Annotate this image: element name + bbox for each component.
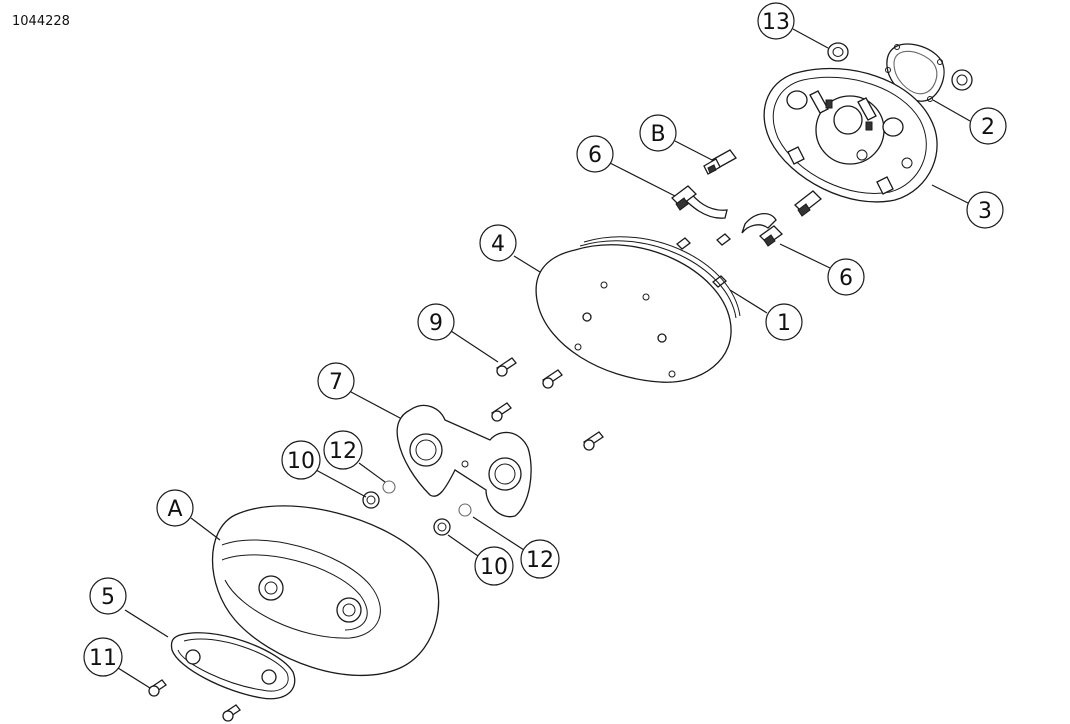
callout-6-lower: 6 — [827, 258, 865, 296]
part-2-gasket — [885, 43, 945, 102]
callout-label-9: 9 — [429, 311, 443, 336]
part-10-nuts — [362, 491, 451, 536]
callout-9: 9 — [417, 303, 455, 341]
part-7-bracket — [396, 404, 532, 518]
callout-a: A — [156, 489, 194, 527]
part-9-bolts — [491, 357, 604, 451]
callout-6-upper: 6 — [576, 135, 614, 173]
part-3-backplate — [763, 67, 938, 203]
leader-lines — [117, 28, 971, 689]
part-a-cover — [211, 505, 440, 677]
part-5-trim — [170, 632, 296, 700]
callout-label-12-left: 12 — [329, 439, 357, 464]
callout-label-6-upper: 6 — [588, 143, 602, 168]
part-11-screws — [148, 679, 241, 722]
callout-7: 7 — [317, 362, 355, 400]
part-b-fitting — [703, 149, 737, 175]
part-6-hose-upper — [671, 185, 728, 219]
callout-11: 11 — [83, 637, 123, 677]
callout-label-7: 7 — [329, 370, 343, 395]
callout-10-right: 10 — [474, 546, 514, 586]
callout-5: 5 — [89, 577, 127, 615]
callout-label-4: 4 — [491, 232, 505, 257]
diagram-id-text: 1044228 — [12, 14, 70, 29]
callout-label-5: 5 — [101, 585, 115, 610]
callout-1: 1 — [765, 303, 803, 341]
callout-label-6-lower: 6 — [839, 266, 853, 291]
part-4-filter-element — [535, 236, 741, 383]
callout-4: 4 — [479, 224, 517, 262]
callout-10-left: 10 — [281, 440, 321, 480]
part-2-washer — [951, 69, 973, 91]
callout-label-10-left: 10 — [287, 449, 315, 474]
callout-label-13: 13 — [762, 10, 790, 35]
callout-label-10-right: 10 — [480, 555, 508, 580]
callout-2: 2 — [969, 107, 1007, 145]
part-13-washer — [827, 42, 849, 62]
part-6-hose-lower — [741, 190, 822, 247]
callout-label-b: B — [650, 122, 665, 147]
callout-label-11: 11 — [89, 646, 117, 671]
callout-label-2: 2 — [981, 115, 995, 140]
callout-label-12-right: 12 — [526, 548, 554, 573]
callout-12-left: 12 — [323, 430, 363, 470]
callout-label-a: A — [167, 497, 182, 522]
part-12-washers — [382, 480, 472, 517]
callout-12-right: 12 — [520, 539, 560, 579]
part-1-screws — [676, 233, 731, 288]
callout-13: 13 — [757, 2, 795, 40]
callout-b: B — [639, 114, 677, 152]
callout-3: 3 — [966, 191, 1004, 229]
callout-label-1: 1 — [777, 311, 791, 336]
callout-label-3: 3 — [978, 199, 992, 224]
